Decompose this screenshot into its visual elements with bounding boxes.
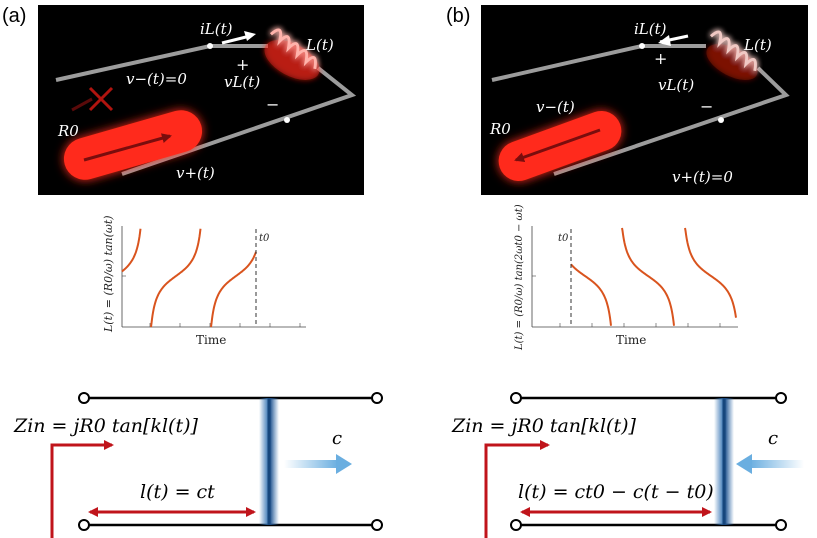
circuit-b-vminus-label: v−(t)	[536, 98, 575, 116]
line-a-speed-label: c	[332, 428, 342, 449]
line-a-terminal-top-right	[371, 392, 383, 404]
plot-a-xlabel: Time	[196, 333, 226, 347]
plot-b-ticks	[532, 275, 721, 327]
line-b: c Zin = jR0 tan[kl(t)] l(t) = ct0 − c(t …	[451, 392, 804, 538]
line-a-zin-label: Zin = jR0 tan[kl(t)]	[13, 415, 199, 437]
circuit-b-current-label: iL(t)	[634, 20, 667, 38]
line-a-terminal-bottom-left	[78, 519, 90, 531]
panel-label-a: (a)	[2, 5, 26, 27]
circuit-b-inductor-label: L(t)	[743, 36, 772, 54]
circuit-a-plus-label: +	[236, 55, 249, 74]
circuit-b-r0-label: R0	[489, 120, 511, 138]
line-b-zin-label: Zin = jR0 tan[kl(t)]	[451, 415, 637, 437]
plot-b-t0-label: t0	[558, 233, 569, 244]
plot-a-t0-label: t0	[259, 233, 270, 244]
circuit-b-resistor-arrow	[514, 128, 601, 163]
panel-label-b: (b)	[446, 5, 470, 27]
circuit-b-resistor-icon	[498, 110, 622, 182]
circuit-b-current-arrowhead	[658, 35, 671, 46]
circuit-a-current-arrowhead	[244, 31, 256, 41]
circuit-a: iL(t) L(t) + vL(t) − v−(t)=0 R0 v+(t)	[38, 5, 364, 195]
line-b-length-label: l(t) = ct0 − c(t − t0)	[518, 481, 714, 503]
circuit-a-inductor-label: L(t)	[305, 36, 334, 54]
circuit-a-cross-icon	[71, 86, 114, 112]
plot-a: t0 Time L(t) = (R0/ω) tan(ωt)	[102, 215, 306, 347]
circuit-a-vplus-label: v+(t)	[176, 164, 215, 182]
line-a-input-arrow	[50, 440, 114, 538]
circuit-b-inductor-icon	[706, 30, 758, 81]
plot-a-ylabel: L(t) = (R0/ω) tan(ωt)	[102, 215, 115, 333]
line-b-terminal-top-right	[775, 392, 787, 404]
line-a-terminal-bottom-right	[371, 519, 383, 531]
circuit-a-vl-label: vL(t)	[224, 73, 260, 91]
line-b-terminal-top-left	[510, 392, 522, 404]
circuit-a-resistor-arrow	[83, 133, 172, 162]
circuit-a-inductor-icon	[264, 28, 320, 80]
line-b-terminal-bottom-left	[510, 519, 522, 531]
circuit-a-terminal-bottom	[284, 117, 290, 123]
plot-a-ticks	[122, 275, 301, 327]
circuit-b-plus-label: +	[654, 49, 667, 68]
line-a-wave-arrow-icon	[284, 454, 352, 474]
circuit-a-current-label: iL(t)	[200, 20, 233, 38]
circuit-a-minus-label: −	[266, 95, 279, 114]
circuit-a-terminal-top	[207, 43, 213, 49]
line-a-terminal-top-left	[78, 392, 90, 404]
plot-b-curve	[570, 227, 737, 326]
plot-b-xlabel: Time	[616, 333, 646, 347]
line-b-input-arrow	[484, 440, 550, 538]
circuit-b-bottom-wire	[553, 66, 790, 176]
circuit-a-bottom-wire	[121, 66, 357, 176]
line-a: c Zin = jR0 tan[kl(t)] l(t) = ct	[13, 392, 383, 538]
plot-b: t0 Time L(t) = (R0/ω) tan(2ωt0 − ωt)	[514, 204, 738, 351]
plot-a-curve	[121, 228, 257, 328]
circuit-a-vminus-label: v−(t)=0	[126, 70, 187, 88]
circuit-b-terminal-bottom	[718, 117, 724, 123]
plot-b-ylabel: L(t) = (R0/ω) tan(2ωt0 − ωt)	[514, 204, 525, 351]
line-b-terminal-bottom-right	[775, 519, 787, 531]
line-b-wave-arrow-icon	[736, 454, 804, 474]
circuit-b-vl-label: vL(t)	[658, 76, 694, 94]
circuit-b-terminal-top	[639, 43, 645, 49]
circuit-a-r0-label: R0	[57, 122, 79, 140]
circuit-b-minus-label: −	[700, 97, 713, 116]
circuit-a-current-arrow	[221, 34, 251, 45]
circuit-b-vplus-label: v+(t)=0	[672, 168, 733, 186]
line-a-length-label: l(t) = ct	[140, 481, 215, 503]
circuit-b: iL(t) L(t) + vL(t) − v−(t) R0 v+(t)=0	[481, 5, 808, 195]
line-b-speed-label: c	[768, 428, 778, 449]
